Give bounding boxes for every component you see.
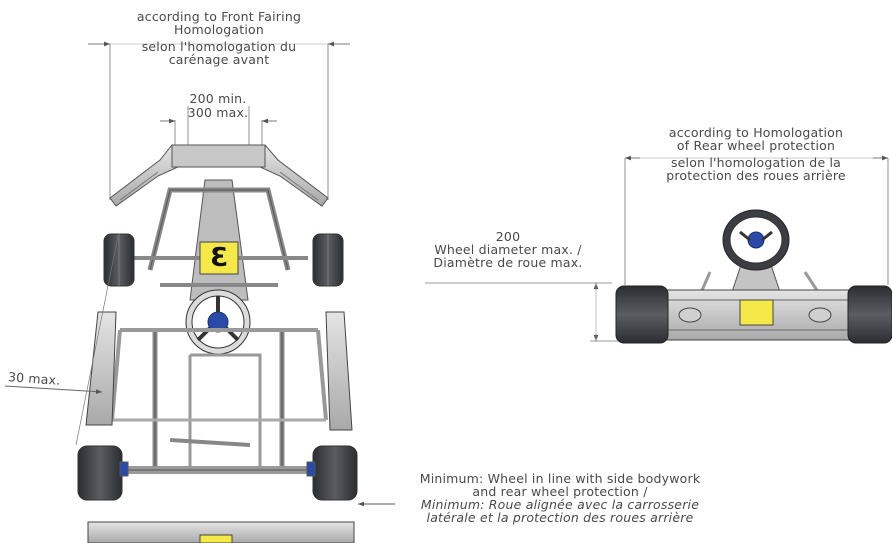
front-fairing-line-4: carénage avant bbox=[168, 52, 270, 67]
rear-protection-line-3: selon l'homologation de la bbox=[670, 155, 842, 170]
minimum-note-line-3: Minimum: Roue alignée avec la carrosseri… bbox=[420, 497, 700, 512]
wheel-diameter-label: 200 Wheel diameter max. / Diamètre de ro… bbox=[423, 230, 593, 269]
kart-top-view bbox=[4, 41, 395, 543]
rear-protection-line-1: according to Homologation bbox=[668, 125, 844, 140]
rear-protection-label: according to Homologation of Rear wheel … bbox=[640, 126, 872, 182]
kart-number: 3 bbox=[209, 243, 229, 273]
minimum-note: Minimum: Wheel in line with side bodywor… bbox=[395, 472, 725, 524]
front-fairing-line-3: selon l'homologation du bbox=[141, 39, 297, 54]
front-fairing-line-1: according to Front Fairing bbox=[136, 9, 302, 24]
front-fairing-label: according to Front Fairing Homologation … bbox=[110, 10, 328, 66]
minimum-note-line-1: Minimum: Wheel in line with side bodywor… bbox=[419, 471, 701, 486]
wheel-diameter-value: 200 bbox=[495, 229, 521, 244]
wheel-diameter-line-2: Diamètre de roue max. bbox=[433, 255, 583, 270]
rear-protection-line-2: of Rear wheel protection bbox=[676, 138, 836, 153]
wheel-diameter-line-1: Wheel diameter max. / bbox=[434, 242, 582, 257]
side-offset-label: 30 max. bbox=[7, 369, 61, 388]
rear-protection-line-4: protection des roues arrière bbox=[666, 168, 846, 183]
bumper-min-label: 200 min. bbox=[189, 91, 247, 106]
minimum-note-line-4: latérale et la protection des roues arri… bbox=[426, 510, 694, 525]
minimum-note-line-2: and rear wheel protection / bbox=[472, 484, 648, 499]
bumper-max-label: 300 max. bbox=[187, 105, 249, 120]
kart-rear-view bbox=[425, 155, 892, 344]
front-fairing-line-2: Homologation bbox=[174, 22, 264, 37]
